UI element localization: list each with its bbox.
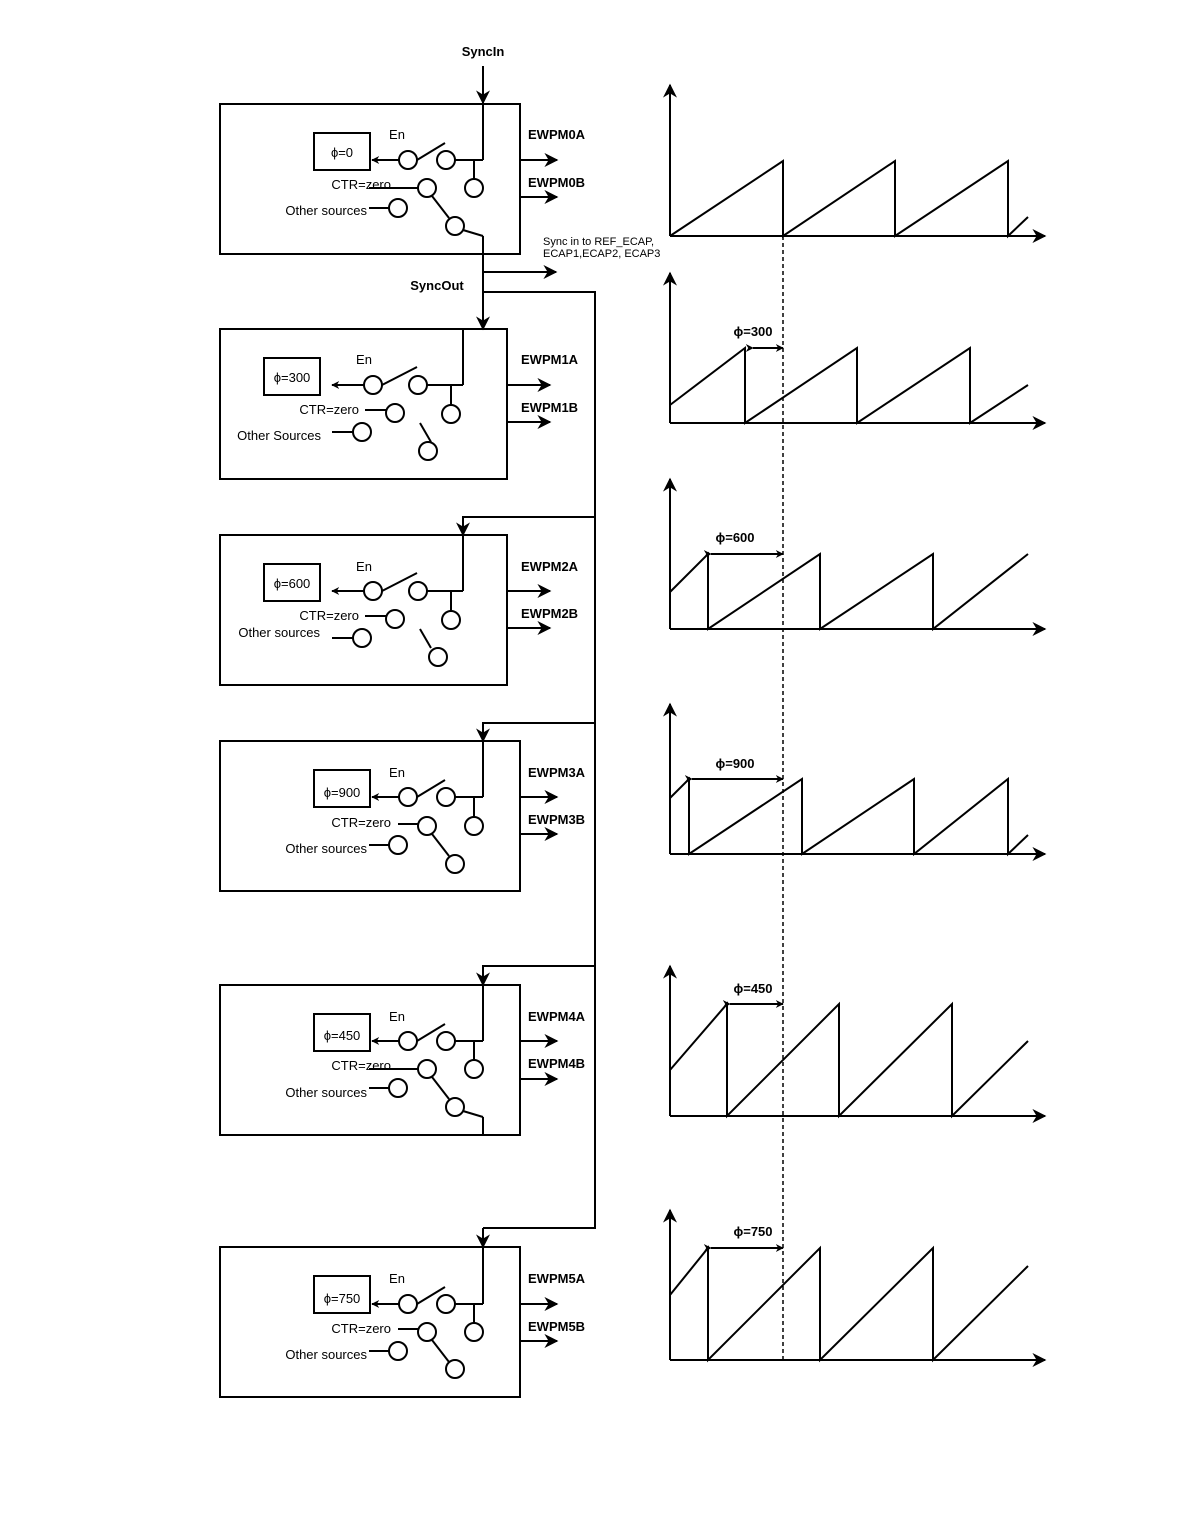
ctr-zero-label-5: CTR=zero	[331, 1321, 391, 1336]
output-a-label-4: EWPM4A	[528, 1009, 586, 1024]
en-label-1: En	[356, 352, 372, 367]
ctr-zero-label-1: CTR=zero	[299, 402, 359, 417]
epwm-module-5: ϕ=750 En CTR=zero Other sources EWPM5A E…	[219, 1246, 586, 1398]
output-b-label-0: EWPM0B	[528, 175, 585, 190]
other-sources-label-2: Other sources	[238, 625, 320, 640]
sync-bus	[456, 291, 596, 1249]
phase-label-1: ϕ=300	[274, 370, 311, 385]
phase-annotation-1: ϕ=300	[733, 324, 772, 339]
counter-waveform-5: ϕ=750	[663, 1208, 1047, 1367]
other-sources-label-0: Other sources	[285, 203, 367, 218]
phase-label-3: ϕ=900	[324, 785, 361, 800]
output-a-label-2: EWPM2A	[521, 559, 579, 574]
phase-register-4	[313, 1013, 371, 1052]
ctr-zero-label-2: CTR=zero	[299, 608, 359, 623]
output-b-label-1: EWPM1B	[521, 400, 578, 415]
phase-annotation-5: ϕ=750	[733, 1224, 772, 1239]
sawtooth-4	[669, 1001, 1029, 1119]
phase-label-2: ϕ=600	[274, 576, 311, 591]
sawtooth-1	[669, 345, 1029, 425]
other-sources-label-3: Other sources	[285, 841, 367, 856]
ecap-note-line-1: Sync in to REF_ECAP,	[543, 236, 654, 248]
en-label-3: En	[389, 765, 405, 780]
other-sources-label-5: Other sources	[285, 1347, 367, 1362]
epwm-module-1: ϕ=300 En CTR=zero Other Sources EWPM1A E…	[219, 328, 579, 480]
phase-label-5: ϕ=750	[324, 1291, 361, 1306]
epwm-module-4: ϕ=450 En CTR=zero Other sources EWPM4A E…	[219, 984, 586, 1136]
other-sources-label-1: Other Sources	[237, 428, 321, 443]
en-label-2: En	[356, 559, 372, 574]
output-a-label-1: EWPM1A	[521, 352, 579, 367]
sawtooth-0	[669, 159, 1029, 239]
counter-waveform-1: ϕ=300	[663, 271, 1047, 430]
phase-register-3	[313, 769, 371, 808]
output-b-label-2: EWPM2B	[521, 606, 578, 621]
sync-out-label: SyncOut	[410, 278, 464, 293]
sawtooth-3	[669, 776, 1029, 857]
phase-register-1	[263, 357, 321, 396]
output-b-label-3: EWPM3B	[528, 812, 585, 827]
output-a-label-0: EWPM0A	[528, 127, 586, 142]
output-a-label-3: EWPM3A	[528, 765, 586, 780]
phase-annotation-3: ϕ=900	[715, 756, 754, 771]
counter-waveform-4: ϕ=450	[663, 964, 1047, 1123]
en-label-5: En	[389, 1271, 405, 1286]
counter-waveform-3: ϕ=900	[663, 702, 1047, 861]
sawtooth-2	[669, 551, 1029, 632]
sync-in-label: SyncIn	[462, 44, 505, 59]
ecap-note-line-2: ECAP1,ECAP2, ECAP3	[543, 248, 660, 260]
output-b-label-4: EWPM4B	[528, 1056, 585, 1071]
en-label-4: En	[389, 1009, 405, 1024]
output-a-label-5: EWPM5A	[528, 1271, 586, 1286]
ctr-zero-label-0: CTR=zero	[331, 177, 391, 192]
phase-label-4: ϕ=450	[324, 1028, 361, 1043]
phase-register-2	[263, 563, 321, 602]
epwm-module-3: ϕ=900 En CTR=zero Other sources EWPM3A E…	[219, 740, 586, 892]
output-b-label-5: EWPM5B	[528, 1319, 585, 1334]
phase-register-0	[313, 132, 371, 171]
counter-waveform-2: ϕ=600	[663, 477, 1047, 636]
phase-annotation-4: ϕ=450	[733, 981, 772, 996]
en-label-0: En	[389, 127, 405, 142]
ctr-zero-label-3: CTR=zero	[331, 815, 391, 830]
phase-register-5	[313, 1275, 371, 1314]
phase-annotation-2: ϕ=600	[715, 530, 754, 545]
counter-waveform-0	[663, 83, 1047, 243]
ctr-zero-label-4: CTR=zero	[331, 1058, 391, 1073]
sawtooth-5	[669, 1245, 1029, 1363]
other-sources-label-4: Other sources	[285, 1085, 367, 1100]
epwm-module-2: ϕ=600 En CTR=zero Other sources EWPM2A E…	[219, 534, 579, 686]
phase-label-0: ϕ=0	[331, 145, 353, 160]
epwm-module-0: ϕ=0 En CTR=zero Other sources EWPM0A EWP…	[219, 103, 586, 255]
